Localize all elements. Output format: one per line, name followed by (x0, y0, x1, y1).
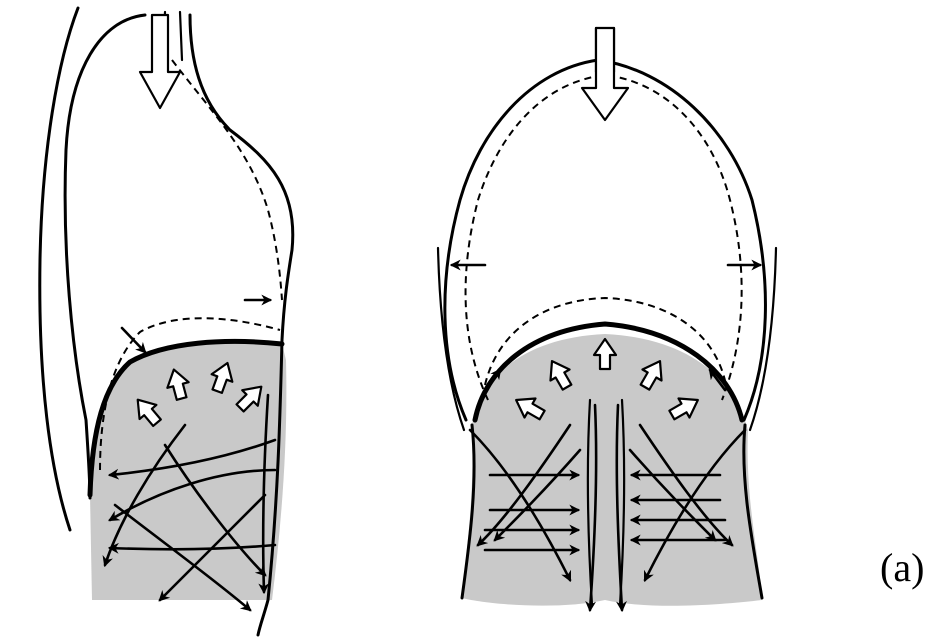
left-torso-diagram (40, 8, 293, 635)
right-load-arrow-icon (582, 28, 628, 120)
right-torso-diagram (438, 28, 776, 610)
left-dashed-lung-boundary (172, 60, 282, 300)
panel-label: (a) (880, 548, 924, 588)
left-back-outline (40, 8, 78, 530)
left-neck-line-2 (180, 12, 182, 60)
